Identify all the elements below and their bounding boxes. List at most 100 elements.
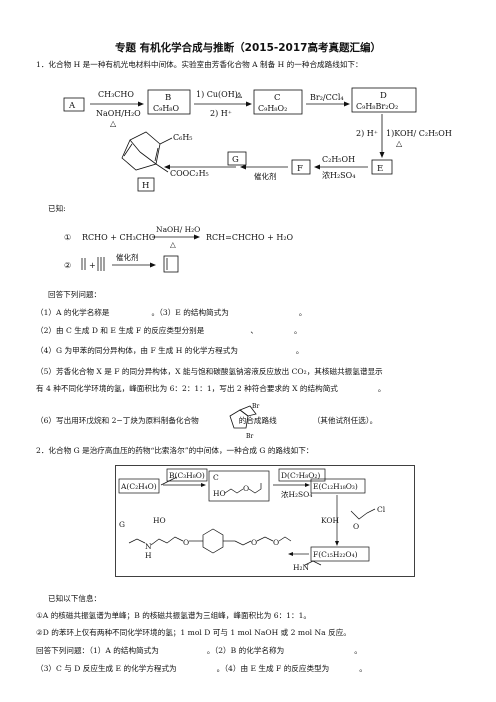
known2-plus: + [89,261,96,270]
q1-qa4: （4）G 为甲苯的同分异构体，由 F 生成 H 的化学方程式为 [36,346,238,355]
q2-epox-o: O [353,522,359,531]
q1-ef-top: C₂H₅OH [322,155,355,164]
q2-label-b: B(C₃H₈O) [169,471,205,480]
q2-qa3: （3）C 与 D 反应生成 E 的化学方程式为 [36,664,177,673]
q1-br2: Br [246,433,253,440]
q1-h-sub2: COOC₂H₅ [170,169,209,178]
q1-ab-top: CH₃CHO [98,90,134,99]
q2-label-g: G [119,520,125,529]
q1-known-reactions: ① RCHO + CH₃CHO NaOH/ H₂O △ RCH=CHCHO + … [64,225,294,273]
q1-structure-h [121,131,173,173]
q1-bc-heat: △ [236,90,243,99]
q2-qa3c: 。 [359,664,367,673]
q2-ef-cond: KOH [321,516,340,525]
q2-info2: ②D 的苯环上仅有两种不同化学环境的氢；1 mol D 可与 1 mol NaO… [36,628,351,637]
q2-g-o1: O [183,538,189,547]
q1-box-a [63,97,85,112]
known2-cond: 催化剂 [116,252,139,262]
q1-label-a: A [68,101,76,111]
q1-line-5b: 有 4 种不同化学环境的氢，峰面积比为 6：2：1：1，写出 2 种符合要求的 … [36,384,385,393]
known2-num: ② [64,261,71,270]
q1-bc-top: 1) Cu(OH)₂ [196,90,241,99]
q1-line-4: （4）G 为甲苯的同分异构体，由 F 生成 H 的化学方程式为 。 [36,346,304,355]
q1-label-e: E [377,164,383,174]
q1-qa6a: （6）写出用环戊烷和 2−丁炔为原料制备化合物 [36,416,199,425]
q1-qa1: （1）A 的化学名称是 [36,308,110,317]
known1-heat: △ [170,240,176,249]
q2-label-d: D(C₇H₈O₂) [281,471,320,480]
q2-qa3b: 。（4）由 E 生成 F 的反应类型为 [216,664,330,673]
q1-de-right: 1)KOH/ C₂H₅OH [386,129,452,138]
q1-bc-bottom: 2) H⁺ [210,109,232,118]
q1-label-b: B [165,93,171,103]
q1-label-c: C [274,93,281,103]
q2-cd-cond: 浓H₂SO₄ [281,490,312,499]
q2-line-3: （3）C 与 D 反应生成 E 的化学方程式为 。（4）由 E 生成 F 的反应类… [36,664,367,673]
q2-info1: ①A 的核磁共振氢谱为单峰；B 的核磁共振氢谱为三组峰，峰面积比为 6：1：1。 [36,611,312,620]
q1-qa4b: 。 [295,346,304,355]
q2-scheme: A(C₂H₄O) B(C₃H₈O) C HO O D(C₇H₈O₂) 浓H₂SO… [115,465,415,577]
q1-known-label: 已知: [48,204,66,213]
q2-qa1c: 。 [354,646,362,655]
known1-cond: NaOH/ H₂O [156,225,200,234]
known1-num: ① [64,233,71,242]
q2-intro: 2．化合物 G 是治疗高血压的药物“比索洛尔”的中间体，一种合成 G 的路线如下… [36,446,314,455]
q1-label-d: D [380,91,387,101]
q1-target-structure: Br Br [229,403,259,440]
q2-g-o2: O [251,538,257,547]
q1-line-2: （2）由 C 生成 D 和 E 生成 F 的反应类型分别是 、 。 [36,326,302,335]
known1-right: RCH=CHCHO + H₂O [206,233,294,242]
q1-box-c [253,89,303,115]
q2-g-ho: HO [153,516,166,525]
q1-box-b [147,89,191,115]
q1-fg-label: 催化剂 [254,171,277,181]
q1-cd-top: Br₂/CCl₄ [310,93,344,102]
q1-qa2b: 、 [250,326,258,335]
q1-qa2: （2）由 C 生成 D 和 E 生成 F 的反应类型分别是 [36,326,205,335]
q1-answer-label: 回答下列问题： [48,290,102,299]
q1-label-f: F [297,164,303,174]
q1-de-left: 2) H⁺ [356,129,378,138]
q1-box-h [137,177,155,192]
q2-g-n: N [145,542,152,551]
q1-intro: 1．化合物 H 是一种有机光电材料中间体。实验室由芳香化合物 A 制备 H 的一… [36,60,363,69]
q2-c-ho: HO [213,489,226,498]
q1-qa6c: （其他试剂任选）。 [312,416,378,425]
q2-g-h: H [145,551,152,560]
q2-cl: Cl [377,505,386,514]
q1-line-6: （6）写出用环戊烷和 2−丁炔为原料制备化合物 的合成路线 （其他试剂任选）。 [36,416,377,425]
q1-formula-b: C₉H₈O [153,104,180,113]
known1-left: RCHO + CH₃CHO [82,233,156,242]
q1-ab-heat: △ [110,119,117,128]
q1-box-f [291,159,311,175]
q1-box-d [351,87,417,113]
q1-h-sub1: C₆H₅ [173,133,193,142]
q1-scheme: A CH₃CHO NaOH/H₂O △ B C₉H₈O 1) Cu(OH)₂ △… [63,87,452,192]
q2-label-c: C [213,473,219,482]
q1-ab-bottom: NaOH/H₂O [96,109,141,118]
q2-qa1b: 。（2）B 的化学名称为 [206,646,285,655]
q1-label-g: G [232,155,239,165]
q1-qa6b: 的合成路线 [238,416,277,425]
q1-label-h: H [142,181,149,191]
q1-formula-d: C₉H₈Br₂O₂ [356,102,398,111]
q2-label-a: A(C₂H₄O) [120,482,157,491]
q2-c-o: O [243,484,249,493]
q1-qa1b: 。（3）E 的结构简式为 [151,308,229,317]
q2-label-f: F(C₁₅H₂₂O₄) [313,550,358,559]
q2-label-e: E(C₁₂H₁₈O₃) [313,482,358,491]
q2-known-label: 已知以下信息： [48,594,102,603]
q1-box-g [227,151,247,166]
q1-qa5b: 有 4 种不同化学环境的氢，峰面积比为 6：2：1：1，写出 2 种符合要求的 … [36,384,338,393]
q2-qa1: 回答下列问题：（1）A 的结构简式为 [36,646,159,655]
q1-ef-bottom: 浓H₂SO₄ [322,171,355,180]
q1-qa5a: （5）芳香化合物 X 是 F 的同分异构体，X 能与饱和碳酸氢钠溶液反应放出 C… [36,367,383,376]
q1-qa2c: 。 [293,326,302,335]
page-title: 专题 有机化学合成与推断（2015-2017高考真题汇编） [115,42,381,54]
q2-h2n: H₂N [293,563,310,572]
q2-line-1: 回答下列问题：（1）A 的结构简式为 。（2）B 的化学名称为 。 [36,646,362,655]
q1-formula-c: C₉H₈O₂ [258,104,287,113]
q1-de-heat: △ [396,139,403,148]
q1-br1: Br [252,403,259,410]
